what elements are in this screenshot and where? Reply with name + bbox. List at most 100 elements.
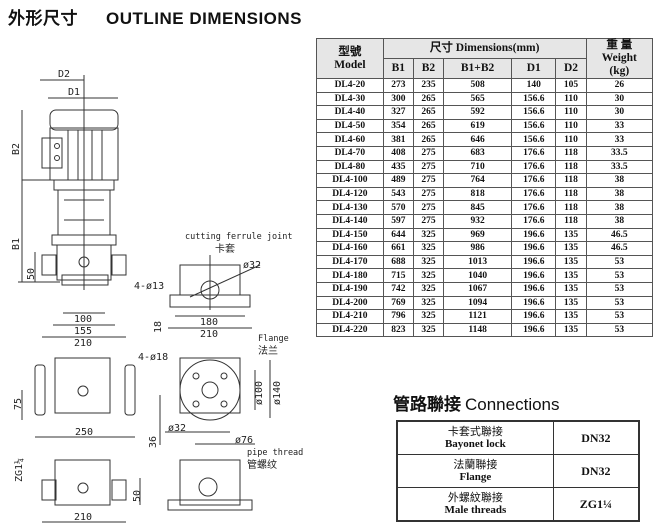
table-cell: 265 [412,132,445,147]
table-cell: DL4-50 [316,118,384,134]
outline-drawing: D2 D1 B2 B1 50 100 155 210 cutting ferru… [11,69,303,523]
table-cell: 381 [382,132,414,147]
table-cell: 110 [555,132,587,147]
table-cell: 53 [585,295,654,311]
table-cell: DL4-220 [316,322,384,338]
connection-size: DN32 [552,454,640,488]
table-cell: 118 [555,173,587,188]
table-cell: 300 [382,91,414,107]
table-cell: 1094 [443,295,513,311]
table-cell: 986 [443,241,513,256]
label-flange-cn: 法兰 [258,344,278,357]
table-cell: 196.6 [511,241,557,256]
table-cell: 325 [412,241,445,256]
table-cell: DL4-170 [316,254,384,270]
table-cell: 275 [412,173,445,188]
table-cell: 325 [412,227,445,243]
table-cell: 646 [443,132,513,147]
flange-face-view [159,357,271,445]
header-model-cn: 型號 [338,45,362,58]
table-cell: 156.6 [511,91,557,107]
table-cell: 327 [382,105,414,120]
table-cell: 769 [382,295,414,311]
label-250: 250 [75,427,93,438]
table-cell: 1013 [443,254,513,270]
table-cell: 135 [555,268,587,283]
table-cell: 845 [443,200,513,215]
table-cell: 46.5 [585,227,654,243]
header-weight-unit: (kg) [609,65,630,77]
table-cell: 176.6 [511,186,557,202]
table-cell: 30 [585,91,654,107]
header-col: B1+B2 [443,58,513,79]
label-155: 155 [74,326,92,337]
label-d1: D1 [68,87,80,98]
label-36: 36 [148,436,159,448]
connection-type-cn: 卡套式聯接 [447,426,503,438]
table-cell: 110 [555,105,587,120]
table-cell: 53 [585,281,654,297]
table-cell: 135 [555,295,587,311]
table-cell: 796 [382,309,414,324]
table-cell: 135 [555,241,587,256]
header-col: D2 [555,58,587,79]
label-50b: 50 [132,490,143,502]
table-cell: 1148 [443,322,513,338]
table-cell: 53 [585,322,654,338]
table-cell: 823 [382,322,414,338]
table-cell: 325 [412,281,445,297]
table-cell: 196.6 [511,281,557,297]
table-cell: 715 [382,268,414,283]
table-cell: 969 [443,227,513,243]
table-cell: 265 [412,91,445,107]
table-cell: 408 [382,145,414,161]
table-cell: 118 [555,159,587,175]
table-cell: 742 [382,281,414,297]
label-phi32b: ø32 [168,423,186,434]
label-phi100: ø100 [254,381,265,405]
table-cell: 1121 [443,309,513,324]
title-en: OUTLINE DIMENSIONS [106,9,303,28]
table-cell: 140 [511,78,557,93]
label-50: 50 [26,268,37,280]
label-b2: B2 [11,143,22,155]
table-cell: 265 [412,118,445,134]
table-cell: 325 [412,268,445,283]
table-cell: 265 [412,105,445,120]
table-cell: 597 [382,213,414,229]
table-cell: 570 [382,200,414,215]
pump-elevation [18,75,127,338]
label-ferrule-cn: 卡套 [215,242,235,255]
table-cell: 38 [585,186,654,202]
connection-size: ZG1¼ [552,487,640,522]
table-cell: 118 [555,186,587,202]
label-phi76: ø76 [235,435,253,446]
table-cell: 26 [585,78,654,93]
connection-type-en: Bayonet lock [444,438,506,450]
label-210: 210 [74,338,92,349]
ferrule-view [168,255,261,329]
label-ferrule-en: cutting ferrule joint [185,232,292,242]
header-col: B2 [412,58,445,79]
table-cell: DL4-120 [316,186,384,202]
table-cell: DL4-30 [316,91,384,107]
table-cell: DL4-180 [316,268,384,283]
table-cell: 325 [412,295,445,311]
table-cell: 543 [382,186,414,202]
